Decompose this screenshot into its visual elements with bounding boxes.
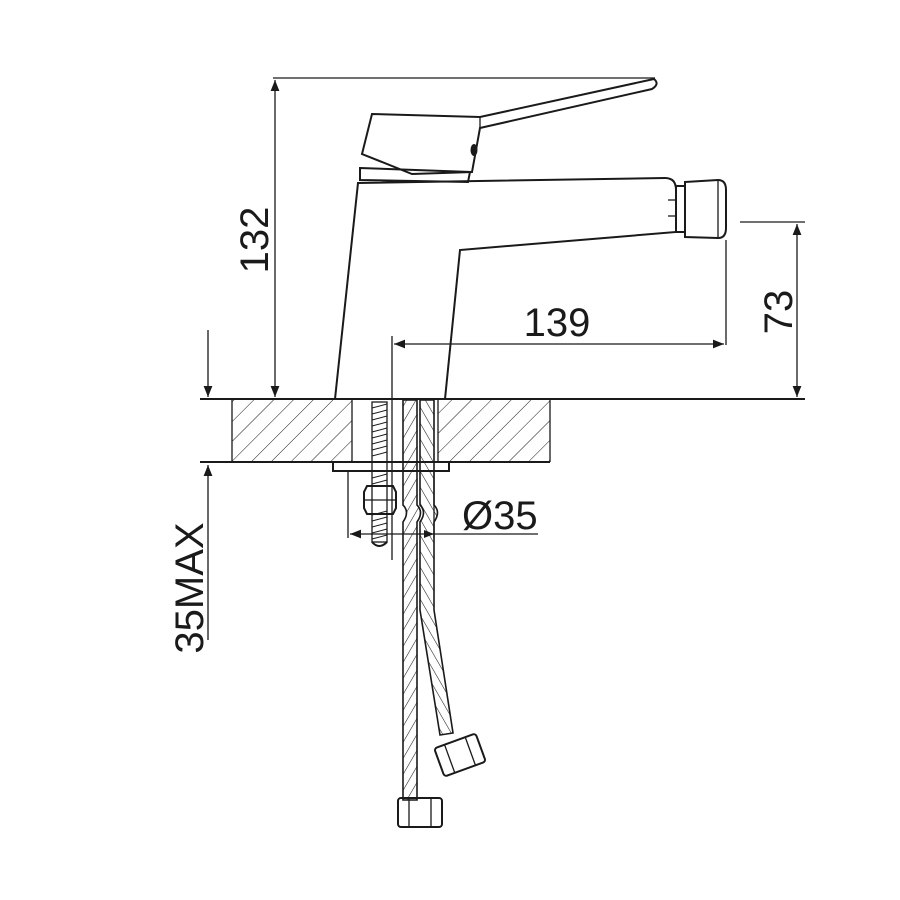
dim-label-35max: 35MAX bbox=[168, 522, 212, 653]
nozzle bbox=[668, 178, 727, 240]
dimension-deck-thickness: 35MAX bbox=[168, 330, 213, 654]
body-outline bbox=[334, 176, 677, 400]
threaded-rod bbox=[371, 401, 388, 543]
dimension-spout-reach: 139 bbox=[391, 240, 727, 560]
hose-bent bbox=[419, 399, 454, 736]
lever-handle bbox=[360, 77, 658, 176]
nozzle-head bbox=[684, 178, 727, 240]
deck-section bbox=[200, 398, 805, 463]
fixing-assembly bbox=[332, 401, 450, 547]
deck-hatch-right bbox=[438, 400, 550, 462]
faucet-body bbox=[334, 77, 727, 400]
hose-connector-1 bbox=[397, 797, 443, 828]
rod-thread-lines bbox=[371, 403, 388, 540]
dim-arrow-right bbox=[424, 530, 434, 538]
dimension-hole-diameter: Ø35 bbox=[347, 471, 538, 539]
dimension-overall-height: 132 bbox=[233, 77, 655, 397]
fixing-flange bbox=[332, 461, 450, 472]
deck-hatch-left bbox=[232, 400, 352, 462]
hose-straight bbox=[402, 399, 422, 801]
dim-label-132: 132 bbox=[233, 207, 277, 274]
flexible-hoses bbox=[397, 399, 486, 828]
lever-pivot-icon bbox=[470, 144, 478, 156]
rod-tip bbox=[371, 541, 388, 547]
hex-nut bbox=[363, 485, 397, 515]
dim-label-73: 73 bbox=[757, 290, 801, 335]
body-cap bbox=[359, 166, 472, 184]
dim-label-diameter: Ø35 bbox=[462, 494, 538, 538]
nozzle-ring bbox=[675, 185, 686, 233]
dimension-spout-height: 73 bbox=[740, 221, 805, 397]
hose-connector-2 bbox=[434, 733, 486, 777]
dim-label-139: 139 bbox=[524, 301, 591, 345]
